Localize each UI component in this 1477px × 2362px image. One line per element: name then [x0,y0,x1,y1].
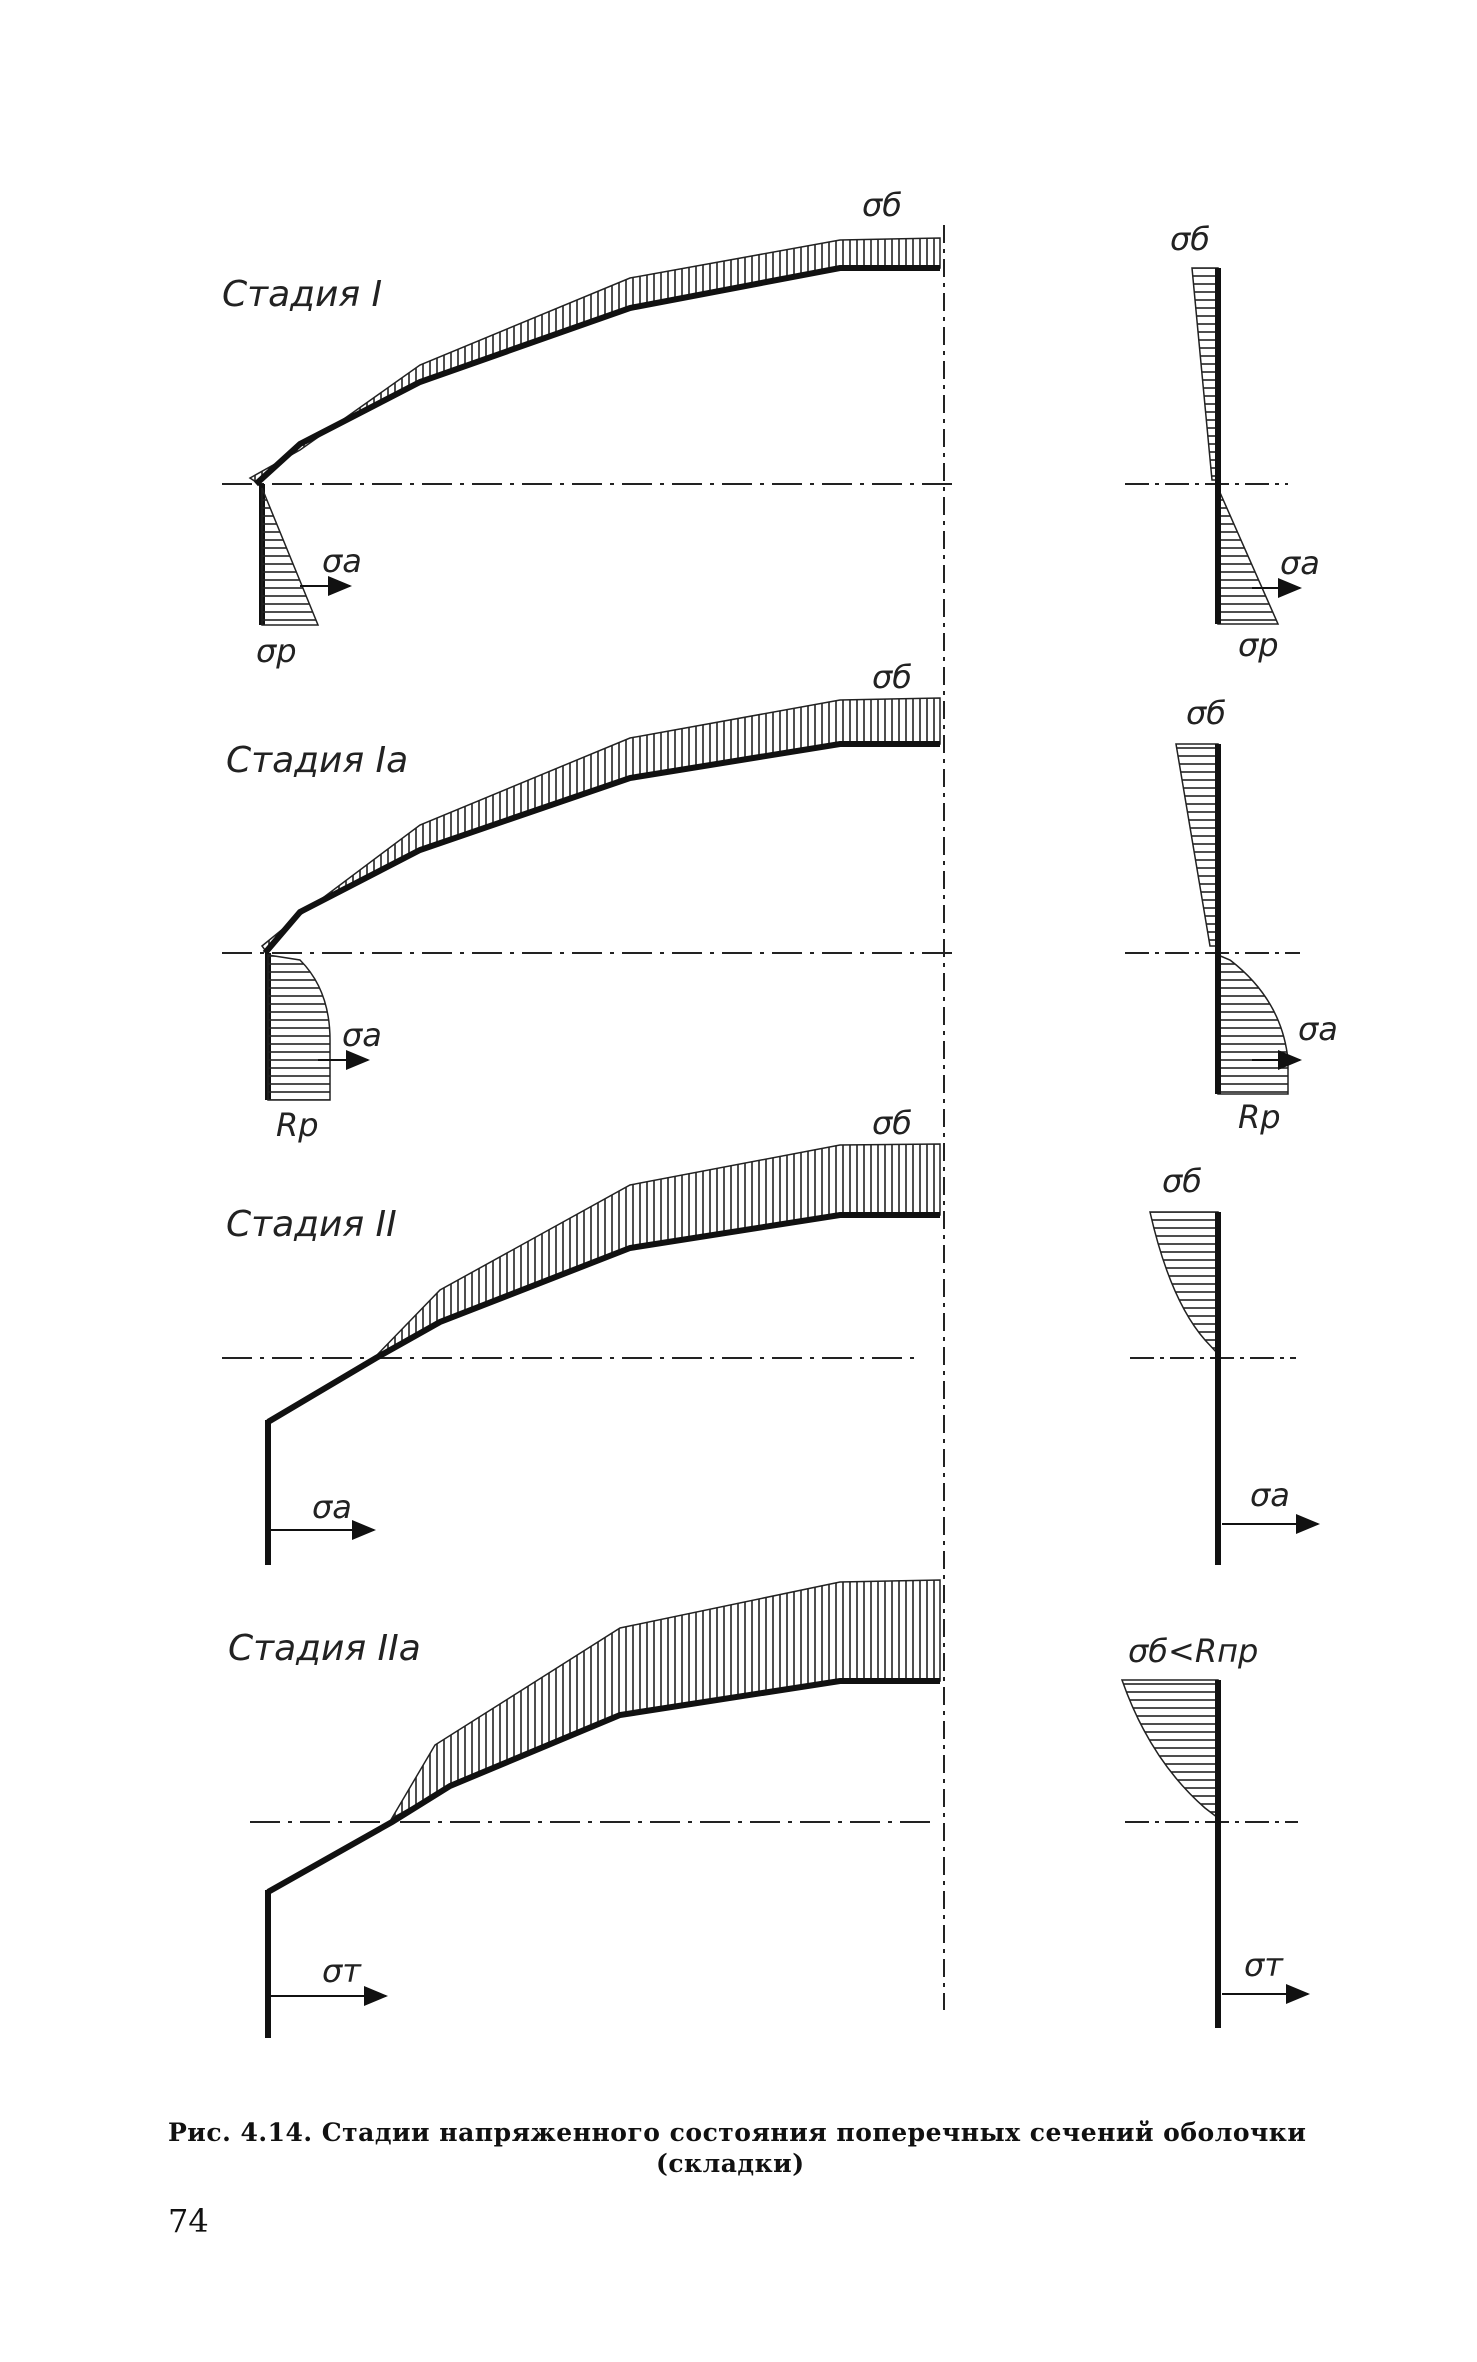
stage-1a-tension-diagram [267,954,331,1101]
stage-2a-shell-line [266,1678,940,1895]
figure-caption: Рис. 4.14. Стадии напряженного состояния… [168,2118,1368,2178]
stage-2-arrow-label: σа [312,1488,352,1526]
stage-1-tension-diagram [261,487,320,626]
stage-2a-right-arrow-label: σт [1244,1946,1284,1984]
stage-1a-right-top-label: σб [1186,694,1226,732]
stage-2a-title: Стадия IIа [228,1628,421,1669]
stage-2-shell-line [266,1212,940,1425]
stage-1-right-top-label: σб [1170,220,1210,258]
caption-line-1: Рис. 4.14. Стадии напряженного состояния… [168,2118,1307,2147]
stage-2-section-compression [1149,1211,1219,1356]
stage-1-right-bottom-label: σр [1238,626,1279,664]
stage-1-section-compression [1191,267,1219,481]
stage-1-shell-line [253,265,940,487]
stage-1a-section-compression [1175,743,1219,947]
stage-1a-shell-line [262,741,940,955]
stage-2a-right-top-label: σб<Rпр [1128,1632,1258,1670]
stage-1a-right-bottom-label: Rр [1238,1098,1281,1136]
stage-2a-shell: Стадия IIа σт [228,1579,941,2038]
stage-1-section-tension [1217,487,1280,625]
stage-1a-section-tension [1217,953,1289,1095]
stage-1a-arrow-label: σа [342,1016,382,1054]
stage-2a-section: σб<Rпр σт [1120,1632,1310,2028]
stage-2a-arrow-label: σт [322,1952,362,1990]
stage-1-arrow-label: σа [322,542,362,580]
stage-1a-shell: Стадия Iа σб σа Rр [222,658,960,1144]
caption-line-2: (складки) [656,2149,805,2178]
stage-1-title: Стадия I [222,274,382,315]
stage-2a-stress-band [390,1579,941,1820]
stage-2-top-label: σб [872,1104,912,1142]
page-number: 74 [168,2202,209,2240]
stage-1a-bottom-label: Rр [276,1106,319,1144]
stage-2-stress-band [375,1143,941,1357]
stage-1-section: σб σа σр [1125,220,1320,664]
stage-2-right-top-label: σб [1162,1162,1202,1200]
stage-1a-stress-band [260,697,941,952]
stage-1a-title: Стадия Iа [226,740,408,781]
stage-1-top-label: σб [862,186,902,224]
stage-2a-section-compression [1120,1679,1219,1820]
stage-1-shell: Стадия I σб σа σр [222,186,960,670]
stage-2-shell: Стадия II σб σа [222,1104,941,1565]
stage-1a-top-label: σб [872,658,912,696]
stage-1a-right-arrow-label: σа [1298,1010,1338,1048]
stage-1-bottom-label: σр [256,632,297,670]
stage-1-right-arrow-label: σа [1280,544,1320,582]
stage-1a-section: σб σа Rр [1125,694,1338,1136]
stage-2-right-arrow-label: σа [1250,1476,1290,1514]
stage-2-section: σб σа [1130,1162,1320,1565]
stage-2-title: Стадия II [226,1204,397,1245]
